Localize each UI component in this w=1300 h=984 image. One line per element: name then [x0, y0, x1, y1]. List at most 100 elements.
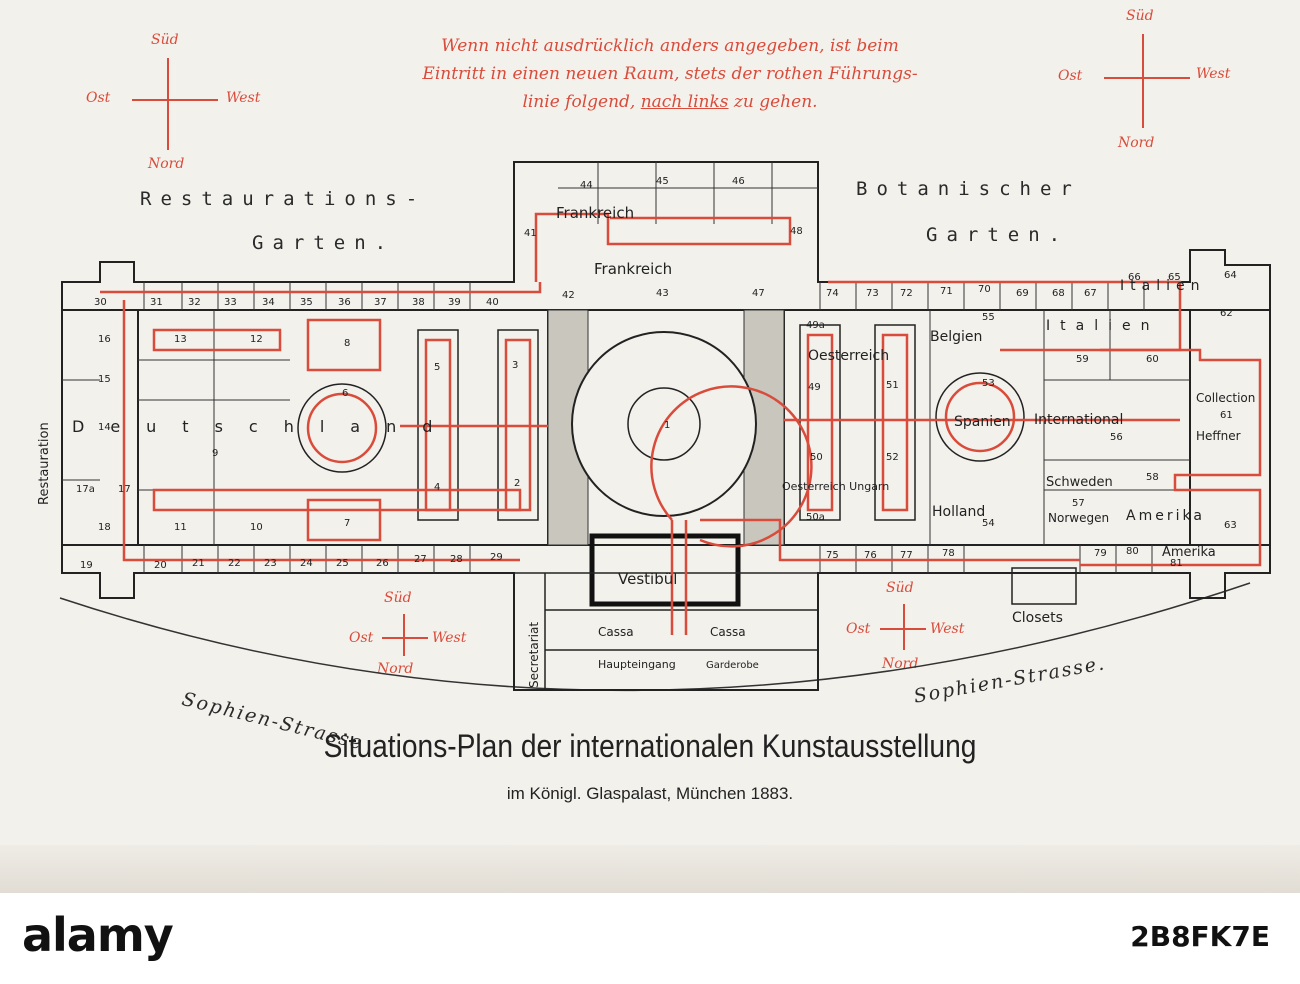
closets-box [1011, 567, 1077, 605]
room-number: 20 [154, 560, 167, 571]
room-number: 23 [264, 558, 277, 569]
room-number: 26 [376, 558, 389, 569]
route-room-7 [306, 498, 382, 542]
instruction-line-2: Eintritt in einen neuen Raum, stets der … [422, 64, 918, 84]
route-east-loop [1000, 348, 1262, 567]
map-subtitle: im Königl. Glaspalast, München 1883. [506, 784, 794, 803]
label-frankreich-2: Frankreich [594, 260, 672, 278]
room-number: 49a [806, 320, 825, 331]
room-number: 44 [580, 180, 593, 191]
compass-tl-east: Ost [86, 90, 111, 106]
label-cassa-1: Cassa [598, 625, 634, 639]
room-number: 35 [300, 297, 313, 308]
instruction-line-3: linie folgend, nach links zu gehen. [360, 88, 980, 116]
label-vestibuel: Vestibül [618, 570, 677, 588]
room-number: 12 [250, 334, 263, 345]
route-room-13 [152, 328, 282, 352]
room-numbers: 1 2 3 4 5 6 7 8 9 10 11 12 13 14 15 16 1… [76, 176, 1237, 571]
room-number: 60 [1146, 354, 1159, 365]
route-frankreich [534, 212, 792, 282]
outer-wall [61, 161, 1271, 691]
label-collection: Collection [1196, 391, 1255, 405]
route-rotunda [650, 385, 813, 548]
room-number: 15 [98, 374, 111, 385]
stock-image-id: 2B8FK7E [1130, 920, 1270, 953]
room-number: 39 [448, 297, 461, 308]
label-oesterreich: Oesterreich [808, 348, 889, 364]
room-number: 48 [790, 226, 803, 237]
room-number: 46 [732, 176, 745, 187]
label-international: International [1034, 412, 1123, 428]
room-number: 6 [342, 388, 348, 399]
room-number: 29 [490, 552, 503, 563]
label-oesterreich-ungarn: Oesterreich Ungarn [782, 480, 889, 493]
annex-outline [513, 572, 819, 691]
stock-footer [0, 893, 1300, 984]
street-curve [59, 582, 1251, 692]
room-number: 2 [514, 478, 520, 489]
room-number: 75 [826, 550, 839, 561]
room-number: 40 [486, 297, 499, 308]
label-norwegen: Norwegen [1048, 511, 1109, 525]
west-rotunda [297, 383, 387, 473]
room-number: 8 [344, 338, 350, 349]
route-room-8 [306, 318, 382, 372]
route-south-east [700, 518, 1080, 562]
room-number: 31 [150, 297, 163, 308]
room-number: 51 [886, 380, 899, 391]
room-number: 72 [900, 288, 913, 299]
label-italien-2: Italien [1046, 318, 1159, 334]
route-north-west [100, 282, 542, 294]
room-number: 73 [866, 288, 879, 299]
label-belgien: Belgien [930, 329, 982, 345]
room-number: 64 [1224, 270, 1237, 281]
room-number: 45 [656, 176, 669, 187]
page-fold [0, 845, 1300, 893]
room-number: 69 [1016, 288, 1029, 299]
room-number: 61 [1220, 410, 1233, 421]
map-title: Situations-Plan der internationalen Kuns… [323, 728, 977, 764]
room-number: 5 [434, 362, 440, 373]
route-instructions: Wenn nicht ausdrücklich anders angegeben… [360, 32, 980, 116]
instruction-line-3-post: zu gehen. [728, 92, 818, 112]
route-hall-49-50 [806, 333, 834, 512]
stock-logo: alamy [22, 908, 174, 962]
room-number: 34 [262, 297, 275, 308]
room-number: 3 [512, 360, 518, 371]
room-number: 24 [300, 558, 313, 569]
restaurant-garden-label-2: Garten. [252, 232, 396, 254]
hall-51-52 [874, 324, 916, 521]
room-number: 59 [1076, 354, 1089, 365]
compass-tl-north: Nord [148, 156, 185, 172]
room-number: 36 [338, 297, 351, 308]
label-schweden: Schweden [1046, 475, 1113, 490]
compass-br-south: Süd [886, 580, 914, 596]
building-walls [61, 161, 1271, 691]
floor-plan: Frankreich Frankreich Deutschland Oester… [37, 34, 1271, 692]
room-number: 63 [1224, 520, 1237, 531]
label-restauration: Restauration [37, 422, 52, 505]
room-number: 16 [98, 334, 111, 345]
route-line [100, 212, 1262, 635]
room-number: 17 [118, 484, 131, 495]
label-italien-1: Italien [1120, 278, 1205, 294]
room-number: 80 [1126, 546, 1139, 557]
room-number: 54 [982, 518, 995, 529]
label-frankreich-1: Frankreich [556, 204, 634, 222]
route-hall-2-3 [504, 338, 532, 512]
room-number: 50a [806, 512, 825, 523]
label-heffner: Heffner [1196, 429, 1241, 443]
botanical-garden-label-1: Botanischer [856, 178, 1081, 200]
label-amerika-1: Amerika [1126, 508, 1205, 524]
compass-br-west: West [930, 621, 965, 637]
route-east-rotunda [944, 381, 1016, 453]
room-number: 28 [450, 554, 463, 565]
hall-49-50 [799, 324, 841, 521]
room-number: 10 [250, 522, 263, 533]
room-number: 79 [1094, 548, 1107, 559]
room-number: 42 [562, 290, 575, 301]
room-number: 13 [174, 334, 187, 345]
room-number: 32 [188, 297, 201, 308]
label-secretariat: Secretariat [527, 622, 541, 688]
room-number: 33 [224, 297, 237, 308]
